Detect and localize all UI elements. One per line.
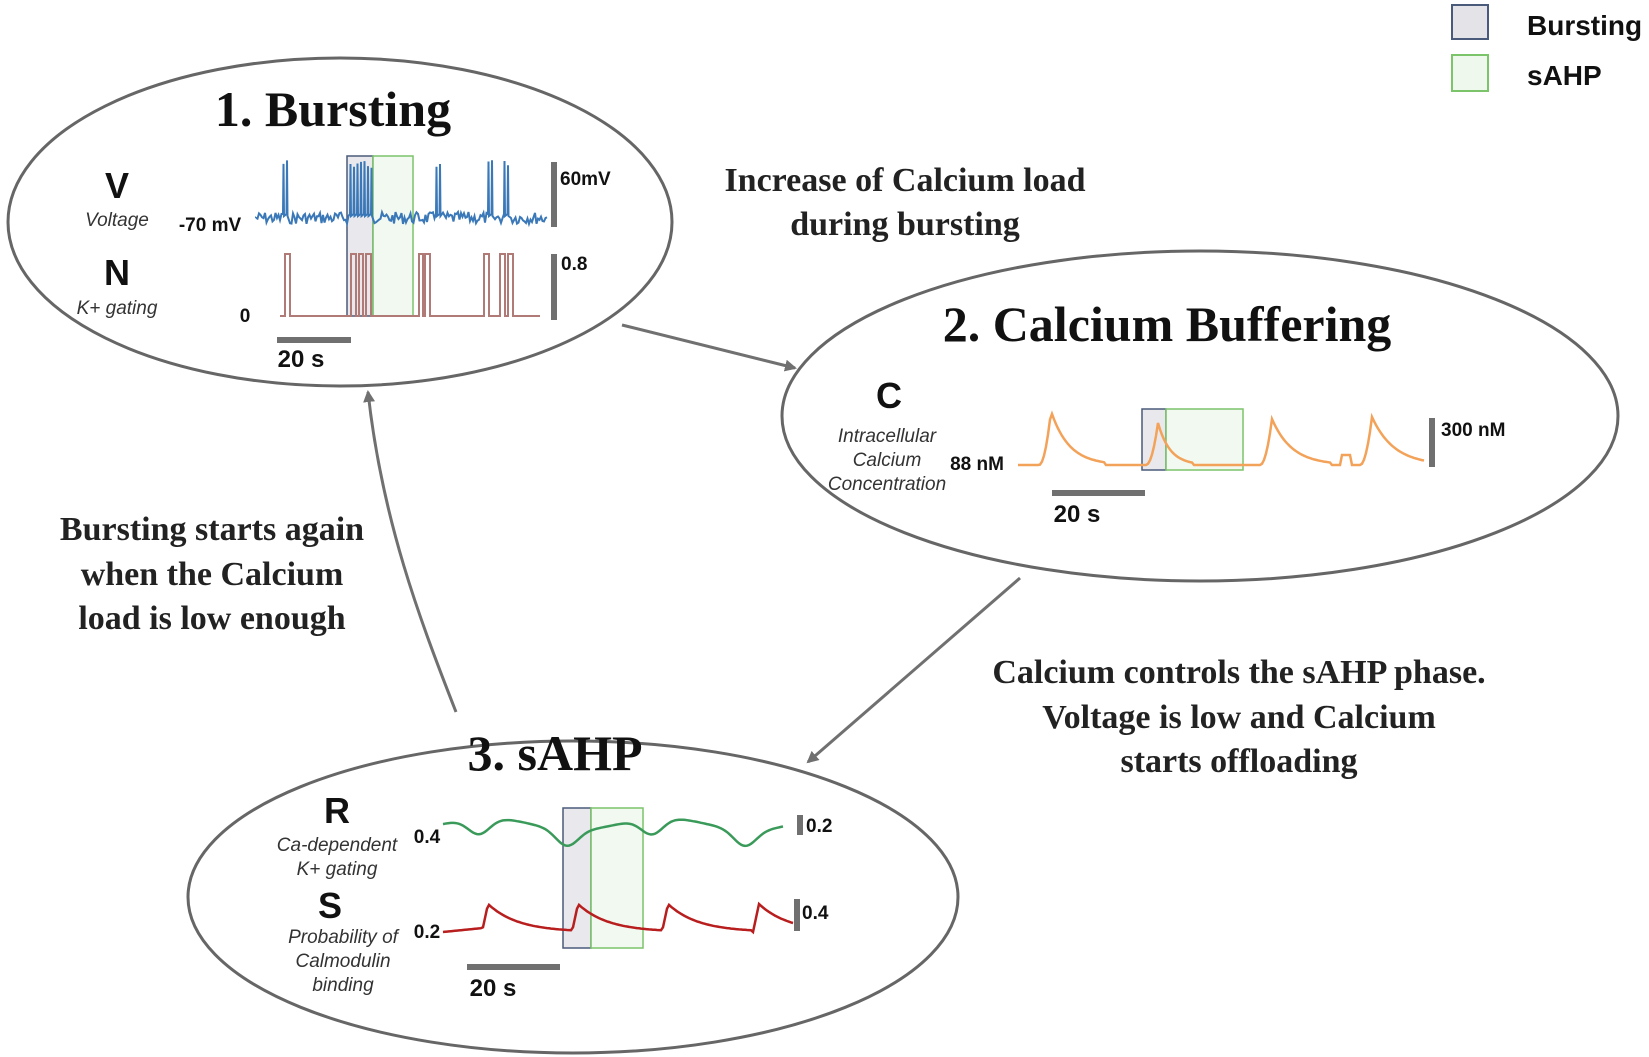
transition-text: load is low enough — [78, 600, 345, 637]
stage-3-title: 3. sAHP — [468, 725, 643, 781]
stage-3-sahp: 3. sAHP R Ca-dependent K+ gating 0.4 S P… — [277, 725, 833, 1002]
arrow-buffering-to-sahp — [806, 576, 1021, 764]
legend-label-sahp: sAHP — [1527, 60, 1602, 91]
k-gating-scale-label: 0.8 — [561, 254, 587, 275]
stage-2-ellipse — [780, 249, 1620, 583]
k-gating-description: K+ gating — [77, 298, 158, 319]
time-scale-label: 20 s — [278, 346, 325, 373]
calmodulin-scale-label: 0.4 — [802, 903, 829, 924]
arrow-bursting-to-buffering — [621, 323, 797, 372]
k-gating-baseline: 0 — [240, 306, 251, 327]
transition-note-1-to-2: Increase of Calcium load during bursting — [724, 162, 1085, 243]
calcium-description-line: Intracellular — [838, 426, 937, 447]
calcium-description-line: Concentration — [828, 474, 946, 495]
sahp-highlight-box — [372, 155, 414, 317]
voltage-trace — [255, 160, 548, 228]
transition-text: during bursting — [790, 206, 1020, 243]
ca-k-gating-description-line: K+ gating — [297, 859, 378, 880]
time-scale-bar — [277, 337, 351, 343]
arrow-sahp-to-bursting — [363, 390, 458, 713]
legend-swatch-sahp — [1451, 54, 1489, 92]
calcium-symbol: C — [876, 375, 902, 416]
k-gating-trace — [280, 253, 540, 317]
stage-1-bursting: 1. Bursting V Voltage -70 mV N K+ gating… — [77, 81, 611, 373]
calmodulin-description-line: Calmodulin — [295, 951, 390, 972]
voltage-description: Voltage — [85, 210, 149, 231]
calmodulin-scale-bar — [794, 899, 800, 931]
transition-text: Calcium controls the sAHP phase. — [992, 654, 1485, 691]
transition-text: starts offloading — [1120, 743, 1357, 780]
stage-3-ellipse — [186, 739, 960, 1055]
transition-note-3-to-1: Bursting starts again when the Calcium l… — [60, 511, 364, 637]
stage-2-calcium-buffering: 2. Calcium Buffering C Intracellular Cal… — [828, 296, 1506, 528]
calcium-baseline: 88 nM — [950, 454, 1004, 475]
calmodulin-baseline: 0.2 — [414, 922, 440, 943]
voltage-symbol: V — [105, 165, 129, 206]
bursting-highlight-box — [562, 807, 592, 949]
calcium-scale-bar — [1429, 418, 1435, 467]
voltage-baseline: -70 mV — [179, 215, 242, 236]
ca-k-gating-baseline: 0.4 — [414, 827, 441, 848]
bursting-highlight-box — [1141, 408, 1167, 471]
stage-1-ellipse — [6, 56, 674, 388]
time-scale-bar — [467, 964, 560, 970]
calmodulin-trace — [442, 901, 794, 935]
transition-text: Increase of Calcium load — [724, 162, 1085, 199]
legend-label-bursting: Bursting — [1527, 10, 1642, 41]
ca-k-gating-trace — [442, 818, 784, 848]
calmodulin-description-line: binding — [312, 975, 374, 996]
time-scale-bar — [1052, 490, 1145, 496]
legend-swatch-bursting — [1451, 4, 1489, 40]
transition-text: Bursting starts again — [60, 511, 364, 548]
calcium-trace — [1018, 410, 1425, 467]
calmodulin-symbol: S — [318, 885, 342, 926]
time-scale-label: 20 s — [470, 975, 517, 1002]
ca-k-gating-scale-label: 0.2 — [806, 816, 832, 837]
transition-text: Voltage is low and Calcium — [1042, 699, 1436, 736]
time-scale-label: 20 s — [1054, 501, 1101, 528]
k-gating-scale-bar — [551, 254, 557, 320]
voltage-scale-bar — [551, 162, 557, 227]
calmodulin-description-line: Probability of — [288, 927, 400, 948]
k-gating-symbol: N — [104, 252, 130, 293]
calcium-description-line: Calcium — [853, 450, 922, 471]
ca-k-gating-description-line: Ca-dependent — [277, 835, 398, 856]
transition-text: when the Calcium — [81, 556, 344, 593]
sahp-highlight-box — [1165, 408, 1244, 471]
voltage-scale-label: 60mV — [560, 169, 611, 190]
transition-note-2-to-3: Calcium controls the sAHP phase. Voltage… — [992, 654, 1485, 780]
legend: Bursting sAHP — [1451, 4, 1642, 92]
stage-2-title: 2. Calcium Buffering — [943, 296, 1392, 352]
stage-1-title: 1. Bursting — [215, 81, 451, 137]
calcium-scale-label: 300 nM — [1441, 420, 1505, 441]
ca-k-gating-scale-bar — [797, 815, 803, 835]
ca-k-gating-symbol: R — [324, 790, 350, 831]
